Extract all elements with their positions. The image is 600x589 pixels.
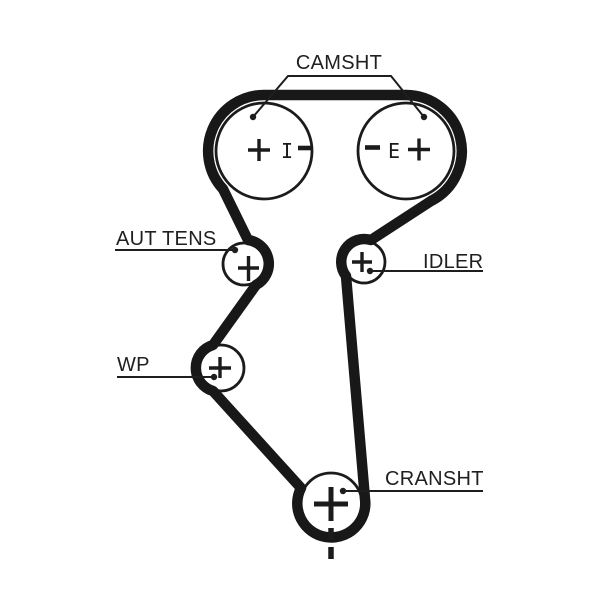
timing-belt-path [190,89,468,543]
camshaft-right-leader-dot [420,113,428,121]
label-auto-tensioner: AUT TENS [116,228,217,250]
plus-mark-icon [408,138,430,161]
water-pump-leader-dot [210,373,218,381]
crankshaft-plus-mark-icon [314,487,348,559]
plus-mark-icon [248,139,270,161]
pulley-camshaft-exhaust [356,101,456,201]
camshaft-left-leader-dot [249,113,257,121]
auto-tensioner-leader-dot [231,246,239,254]
intake-letter: I [281,139,293,163]
label-camshaft: CAMSHT [296,52,382,74]
leader-lines [115,75,483,495]
camshaft-leader-bracket [252,75,425,118]
plus-mark-icon [352,252,372,272]
labels: CAMSHT AUT TENS IDLER WP CRANSHT [116,52,484,490]
label-crankshaft: CRANSHT [385,468,484,490]
crankshaft-leader-dot [339,487,347,495]
pulley-marks: I E [209,138,430,559]
idler-leader-dot [366,267,374,275]
plus-mark-icon [209,357,231,378]
pulleys [196,101,456,537]
exhaust-letter: E [388,139,400,163]
label-water-pump: WP [117,354,150,376]
label-idler: IDLER [423,251,483,273]
plus-mark-icon [238,256,259,281]
